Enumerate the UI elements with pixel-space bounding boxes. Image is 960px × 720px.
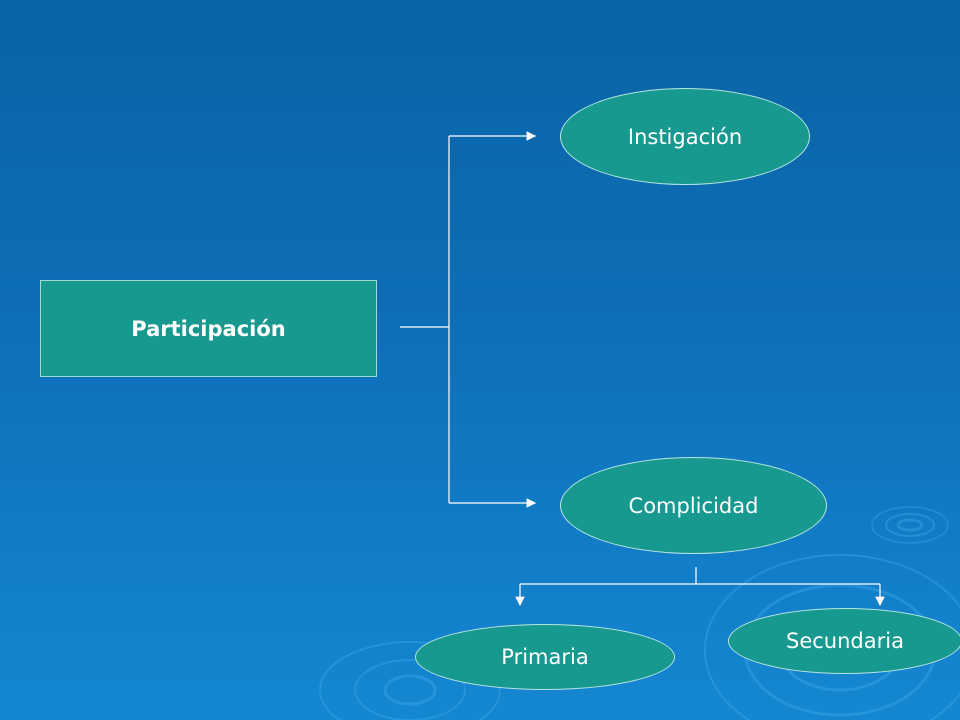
node-instigacion-label: Instigación [627,124,743,149]
node-instigacion: Instigación [560,88,810,185]
node-secundaria: Secundaria [728,608,960,674]
node-complicidad: Complicidad [560,457,827,554]
node-participacion: Participación [40,280,377,377]
node-complicidad-label: Complicidad [628,493,759,518]
node-participacion-label: Participación [131,316,286,341]
node-primaria: Primaria [415,624,675,690]
node-primaria-label: Primaria [501,645,589,669]
node-secundaria-label: Secundaria [786,629,904,653]
